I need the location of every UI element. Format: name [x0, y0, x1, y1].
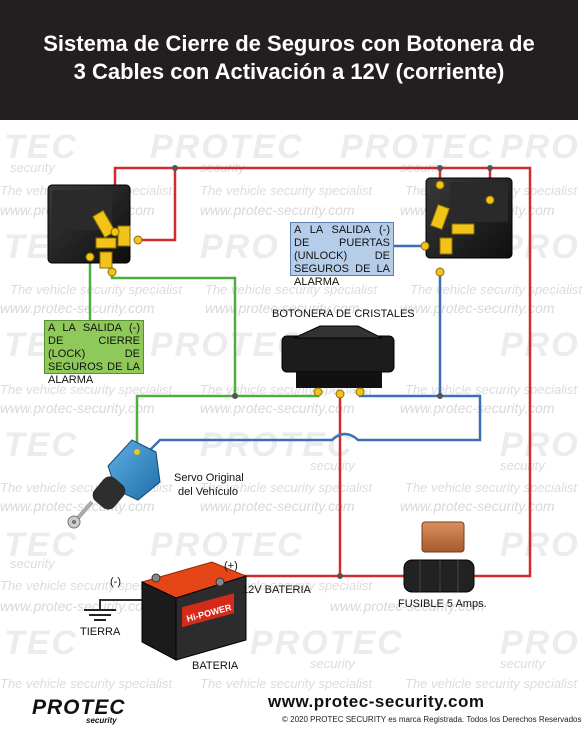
page-title: Sistema de Cierre de Seguros con Botoner… [0, 30, 578, 86]
title-line-1: Sistema de Cierre de Seguros con Botoner… [43, 31, 535, 56]
fuse-label: FUSIBLE 5 Amps. [398, 598, 487, 610]
splice-dot [172, 165, 178, 171]
positive-terminal-label: (+) [224, 560, 238, 572]
car-battery [140, 561, 248, 661]
door-actuator [67, 439, 161, 529]
protec-logo: PROTEC [32, 696, 126, 719]
unlock-output-label: A LA SALIDA (-) DE PUERTAS (UNLOCK) DE S… [290, 222, 394, 288]
relay-left [47, 184, 143, 277]
red-wire-relay1 [138, 168, 177, 242]
window-switch [281, 325, 395, 399]
title-line-2: 3 Cables con Activación a 12V (corriente… [73, 59, 505, 84]
fuse-holder [403, 521, 475, 593]
battery-12v-label: 12V BATERIA [242, 584, 311, 596]
splice-dot [437, 393, 443, 399]
relay-right [420, 177, 513, 277]
splice-dot [487, 165, 493, 171]
splice-dot [337, 573, 343, 579]
blue-wire-botonera [358, 392, 440, 398]
red-wire-battery [218, 574, 405, 582]
green-wire-servo [135, 390, 320, 452]
servo-label-line2: del Vehículo [178, 486, 238, 498]
protec-logo-sub: security [86, 716, 117, 725]
negative-terminal-label: (-) [110, 576, 121, 588]
splice-dot [232, 393, 238, 399]
ground-label: TIERRA [80, 626, 121, 638]
footer-copyright: © 2020 PROTEC SECURITY es marca Registra… [282, 715, 582, 724]
servo-label-line1: Servo Original [174, 472, 244, 484]
ground-wire [99, 599, 150, 610]
lock-output-label: A LA SALIDA (-) DE CIERRE (LOCK) DE SEGU… [44, 320, 144, 386]
blue-wire-servo [149, 272, 482, 451]
ground-symbol [84, 609, 116, 621]
splice-dot [437, 165, 443, 171]
footer-url: www.protec-security.com [268, 692, 485, 711]
window-switch-label: BOTONERA DE CRISTALES [272, 308, 415, 320]
battery-label: BATERIA [192, 660, 239, 672]
header-banner: Sistema de Cierre de Seguros con Botoner… [0, 0, 578, 120]
